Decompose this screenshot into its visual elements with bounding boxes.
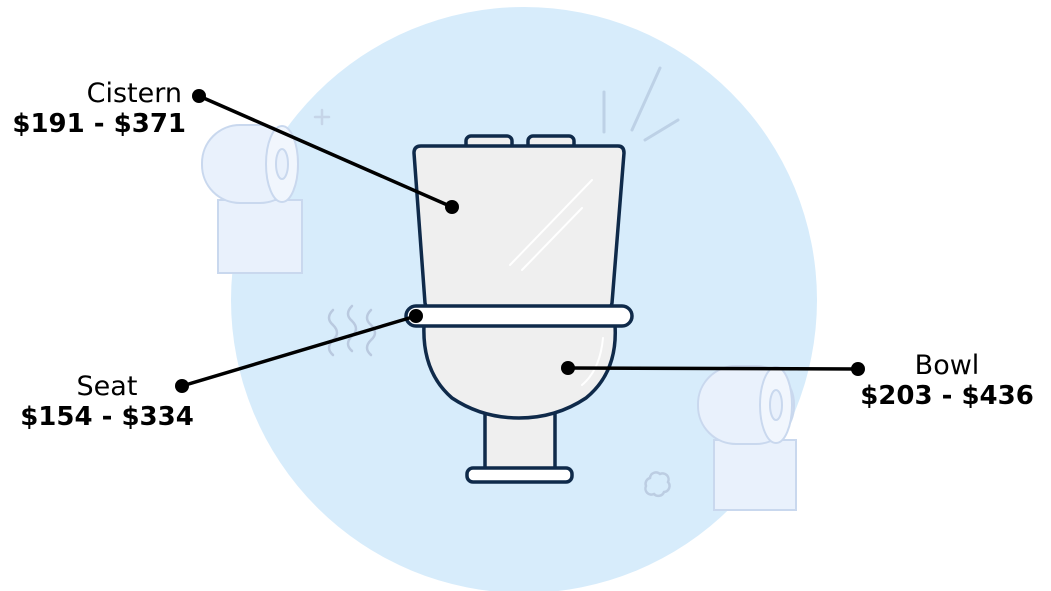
bowl-label: Bowl $203 - $436 — [852, 352, 1042, 409]
cistern-name: Cistern — [12, 80, 182, 107]
base-shape — [467, 468, 572, 482]
seat-target-dot — [409, 309, 423, 323]
bowl-leader-line — [568, 368, 858, 369]
cistern-label-dot — [192, 89, 206, 103]
cistern-target-dot — [445, 200, 459, 214]
cistern-label: Cistern $191 - $371 — [12, 80, 186, 137]
bowl-target-dot — [561, 361, 575, 375]
seat-name: Seat — [12, 373, 202, 400]
cistern-price: $191 - $371 — [12, 111, 186, 137]
bowl-name: Bowl — [852, 352, 1042, 379]
cistern-shape — [414, 146, 624, 309]
seat-label: Seat $154 - $334 — [12, 373, 202, 430]
toilet-paper-roll-icon — [202, 125, 302, 273]
seat-shape — [406, 306, 632, 326]
seat-price: $154 - $334 — [12, 404, 202, 430]
bowl-price: $203 - $436 — [852, 383, 1042, 409]
